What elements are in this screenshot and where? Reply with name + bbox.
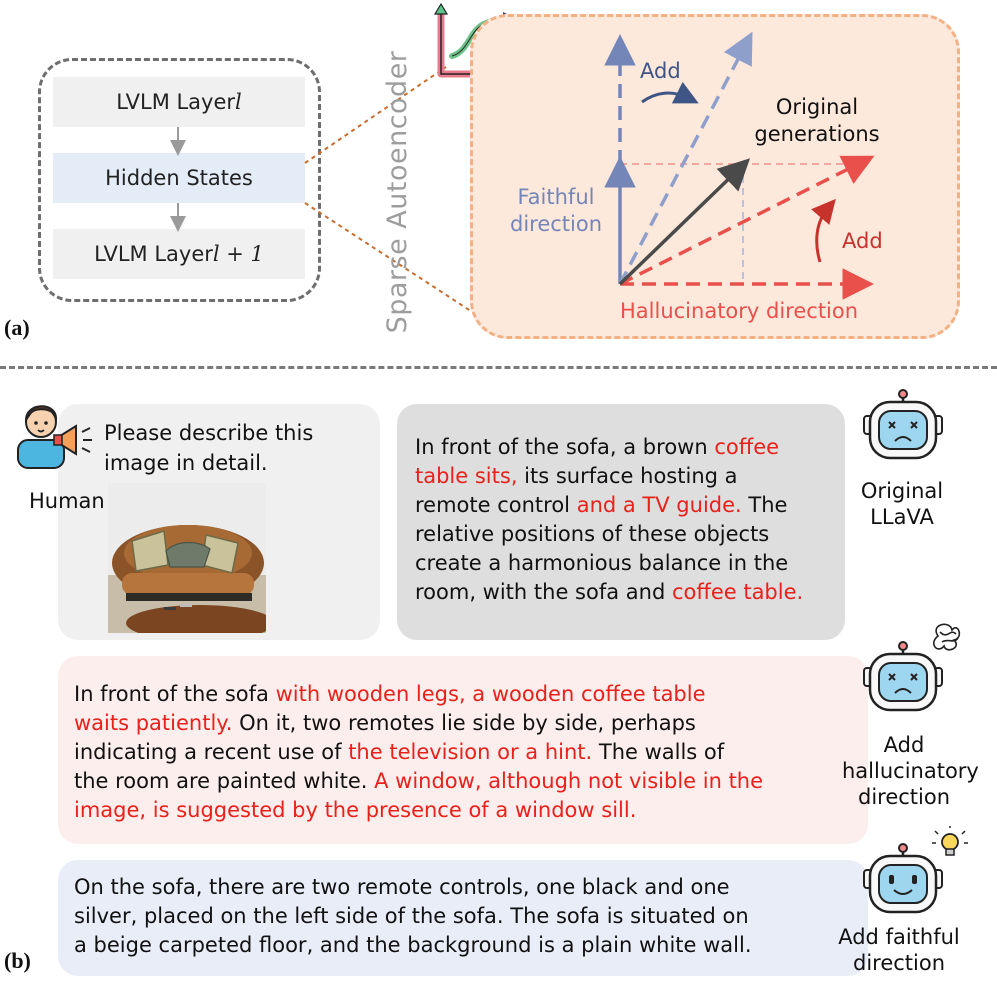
text-segment: In front of the sofa, a brown: [415, 435, 715, 459]
human-prompt-line-1: Please describe this: [104, 421, 314, 445]
add-red-curve: [811, 198, 836, 263]
faithful-caption-line-1: Add faithful: [838, 925, 960, 949]
faithful-direction-label: Faithful direction: [498, 184, 614, 238]
hallucinatory-response-bubble: [58, 656, 868, 844]
faithful-direction-line-1: Faithful: [517, 185, 595, 209]
text-segment: indicating a recent use of: [74, 740, 349, 764]
human-prompt-line-2: image in detail.: [104, 451, 268, 475]
section-divider: [0, 366, 997, 369]
vector-diagram: [604, 31, 875, 300]
hidden-states-box: Hidden States: [53, 153, 305, 203]
response-line: the room are painted white. A window, al…: [74, 767, 763, 796]
original-generations-line-1: Original: [775, 95, 859, 119]
text-segment: The walls of: [592, 740, 725, 764]
text-segment: The: [741, 493, 788, 517]
part-b-label: (b): [4, 948, 31, 973]
hallucinated-segment: coffee: [714, 435, 780, 459]
part-a-label: (a): [4, 315, 30, 340]
lvlm-layer-l-plus-1-box: LVLM Layer l + 1: [53, 229, 305, 279]
add-faithful-label: Add: [640, 59, 681, 83]
text-segment: room, with the sofa and: [415, 580, 672, 604]
sofa-photo: [108, 483, 266, 633]
hallucinated-segment: A window, although not visible in the: [374, 769, 764, 793]
human-label: Human: [29, 489, 105, 513]
happy-robot-icon: [863, 826, 968, 914]
hallucinated-segment: waits patiently.: [74, 711, 233, 735]
text-segment: create a harmonious balance in the: [415, 551, 789, 575]
hallucinatory-steered-arrow: [619, 155, 875, 286]
text-segment: silver, placed on the left side of the s…: [74, 904, 749, 928]
zoom-line-bottom: [304, 202, 501, 331]
text-segment: a beige carpeted floor, and the backgrou…: [74, 933, 752, 957]
lvlm-layers-frame: [38, 58, 321, 302]
text-segment: its surface hosting a: [517, 464, 738, 488]
response-line: On the sofa, there are two remote contro…: [74, 873, 752, 902]
faithful-response-text: On the sofa, there are two remote contro…: [74, 873, 752, 960]
original-caption-line-1: Original: [860, 479, 944, 503]
layer-index-l-plus-1: l + 1: [212, 242, 264, 266]
lightbulb-icon: [932, 826, 968, 856]
faithful-steered-arrow: [618, 31, 753, 285]
text-segment: the room are painted white.: [74, 769, 375, 793]
response-line: remote control and a TV guide. The: [415, 491, 803, 520]
original-response-bubble: [397, 404, 845, 640]
hallucinated-segment: coffee table.: [671, 580, 804, 604]
faithful-caption: Add faithful direction: [836, 924, 962, 976]
faithful-direction-line-2: direction: [509, 212, 603, 236]
sad-robot-icon: [863, 389, 943, 460]
hallucinatory-caption: Add hallucinatory direction: [842, 732, 979, 810]
hallucinatory-direction-label: Hallucinatory direction: [620, 299, 859, 323]
hallucinated-segment: table sits,: [415, 464, 518, 488]
text-segment: relative positions of these objects: [415, 522, 770, 546]
original-caption-line-2: LLaVA: [870, 505, 934, 529]
text-segment: In front of the sofa: [74, 682, 276, 706]
human-prompt: Please describe this image in detail.: [104, 418, 313, 478]
text-segment: remote control: [415, 493, 577, 517]
response-line: In front of the sofa, a brown coffee: [415, 433, 803, 462]
add-hallucinatory-label: Add: [842, 229, 883, 253]
response-line: relative positions of these objects: [415, 520, 803, 549]
faithful-caption-line-2: direction: [852, 951, 946, 975]
hallucinatory-response-text: In front of the sofa with wooden legs, a…: [74, 680, 763, 825]
original-generations-label: Original generations: [752, 94, 882, 148]
hallucinated-segment: image, is suggested by the presence of a…: [74, 798, 637, 822]
layer-index-l: l: [235, 90, 242, 114]
response-line: silver, placed on the left side of the s…: [74, 902, 752, 931]
response-line: a beige carpeted floor, and the backgrou…: [74, 931, 752, 960]
lvlm-layer-l-plus-1-label: LVLM Layer: [94, 242, 213, 266]
hallucinatory-caption-line-2: hallucinatory: [842, 759, 979, 783]
hallucinatory-caption-line-3: direction: [857, 785, 951, 809]
add-blue-curve: [641, 81, 699, 104]
response-line: room, with the sofa and coffee table.: [415, 578, 803, 607]
lvlm-layer-l-box: LVLM Layer l: [53, 77, 305, 127]
original-generations-line-2: generations: [754, 122, 880, 146]
sofa-illustration: [108, 483, 266, 633]
lvlm-layer-l-label: LVLM Layer: [116, 90, 236, 114]
response-line: indicating a recent use of the televisio…: [74, 738, 763, 767]
hidden-states-label: Hidden States: [105, 166, 253, 190]
text-segment: On the sofa, there are two remote contro…: [74, 875, 730, 899]
original-vector-arrow: [618, 158, 751, 286]
faithful-response-bubble: [58, 860, 868, 976]
text-segment: On it, two remotes lie side by side, per…: [232, 711, 696, 735]
response-line: waits patiently. On it, two remotes lie …: [74, 709, 763, 738]
hallucinated-segment: with wooden legs, a wooden coffee table: [275, 682, 706, 706]
hallucinated-segment: and a TV guide.: [576, 493, 742, 517]
response-line: table sits, its surface hosting a: [415, 462, 803, 491]
response-line: In front of the sofa with wooden legs, a…: [74, 680, 763, 709]
response-line: image, is suggested by the presence of a…: [74, 796, 763, 825]
response-line: create a harmonious balance in the: [415, 549, 803, 578]
human-megaphone-icon: [17, 405, 92, 469]
confused-robot-icon: [863, 623, 961, 712]
hallucinated-segment: the television or a hint.: [348, 740, 593, 764]
hallucinatory-caption-line-1: Add: [883, 733, 925, 757]
original-llava-caption: Original LLaVA: [850, 478, 954, 530]
